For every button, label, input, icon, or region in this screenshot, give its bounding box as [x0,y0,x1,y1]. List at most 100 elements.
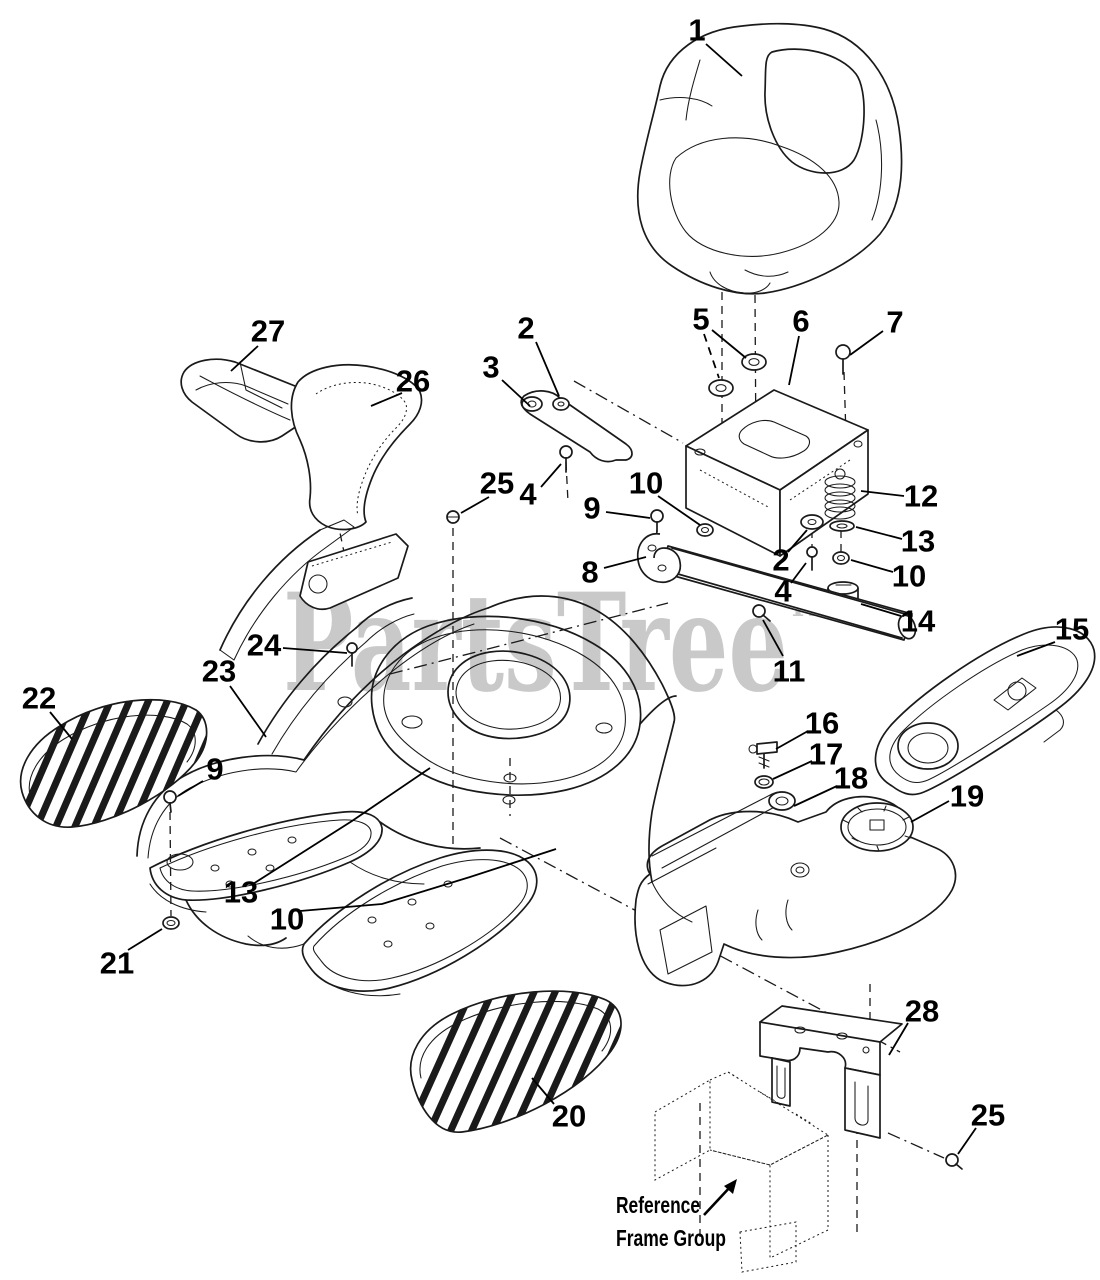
washer-13a-detail [829,520,855,532]
washer-13a [829,520,855,532]
screw-9b-detail [163,790,177,804]
fuel-tank-detail [647,847,717,885]
console-cap-detail [195,381,289,405]
leader-line [535,341,560,397]
callout-9: 9 [583,491,651,526]
leader-line [711,329,747,359]
part-number-label: 25 [971,1098,1005,1133]
part-number-label: 20 [552,1099,586,1134]
fender-assembly-detail [185,899,287,947]
fender-assembly-detail [247,848,257,856]
fuel-tank-detail [651,793,781,869]
spring-detail [824,499,856,513]
reference-note: Reference Frame Group [616,1179,737,1251]
fender-assembly-detail [219,529,321,651]
leader-line [540,463,562,488]
seat-mount-bracket-detail [771,1057,791,1107]
seat-bracket-detail [699,469,771,509]
console-panel-detail [315,381,407,517]
cupholder-detail [993,677,1037,711]
spring-detail [824,491,856,505]
reference-note-line1: Reference [616,1192,700,1218]
fender-assembly-detail [265,864,275,872]
leader-line [849,330,884,356]
spring-detail [824,506,856,520]
fender-assembly-detail [595,722,613,734]
callout-6: 6 [788,304,810,386]
part-number-label: 21 [100,946,134,981]
screw-7 [835,344,851,375]
part-number-label: 13 [901,524,935,559]
part-number-label: 19 [950,779,984,814]
leader-line [775,730,809,750]
fender-assembly-detail [447,650,571,740]
part-number-label: 26 [396,364,430,399]
screw-4a [559,445,573,473]
washer-5b-detail [715,384,727,392]
leader-line [603,556,647,569]
footrest-pad-left-detail [28,714,196,796]
callout-10: 10 [629,466,701,526]
fuel-valve [748,741,778,769]
seat-bracket-detail [789,459,851,501]
callout-4: 4 [774,562,807,609]
callout-20: 20 [531,1077,586,1134]
pivot-tube-detail [647,544,657,552]
seat-detail [764,48,865,174]
nut-10a [696,523,714,537]
part-number-label: 3 [482,350,499,385]
part-number-label: 10 [892,559,926,594]
nut-10a-detail [700,526,710,534]
part-number-label: 22 [22,681,56,716]
part-number-label: 6 [792,304,809,339]
alignment-lines-detail [887,1132,945,1159]
leader-line [605,511,651,519]
seat-strap [520,390,633,463]
part-number-label: 18 [834,761,868,796]
fuel-tank-detail [755,899,793,941]
callout-8: 8 [581,555,647,590]
seat-bracket-detail [738,419,811,459]
nut-21-detail [162,916,180,930]
leader-line [772,760,813,780]
callout-25: 25 [957,1098,1005,1155]
fender-assembly-detail [365,613,415,643]
nut-10b-detail [836,554,846,562]
screw-4a-detail [559,445,573,459]
seat [636,22,903,295]
reference-frame-detail [769,1134,829,1259]
console-bracket-detail [311,541,393,567]
fender-assembly-detail [233,545,329,661]
leader-line [855,526,903,540]
console-cap-detail [199,375,291,421]
fender-assembly-detail [407,898,417,906]
washer-5a-detail [741,353,767,371]
fuel-valve-detail [758,756,770,768]
fender-assembly-detail [367,916,377,924]
seat-mount-bracket [759,1005,903,1139]
fender-assembly-detail [219,519,355,661]
part-number-label: 24 [247,628,282,663]
screw-9a [650,509,664,533]
leader-line [790,562,807,584]
seat-detail [744,269,789,277]
cupholder-detail [907,732,949,764]
callout-7: 7 [849,305,904,356]
callout-10: 10 [850,559,926,594]
fender-assembly-detail [383,940,393,948]
washer-5a [741,353,767,371]
part-number-label: 1 [688,13,705,48]
fuel-valve-detail [756,741,778,755]
alignment-lines-detail [573,380,684,444]
screw-4b-detail [806,546,818,558]
washer-5b-detail [708,379,734,397]
leader-line [762,619,784,657]
callout-1: 1 [688,13,743,77]
fender-assembly-detail [401,715,423,729]
leader-line [787,529,808,553]
footrest-pad-right-detail-detail [459,991,539,1133]
fuel-cap-detail [842,805,912,852]
part-number-label: 4 [519,477,537,512]
leader-line [230,345,259,372]
